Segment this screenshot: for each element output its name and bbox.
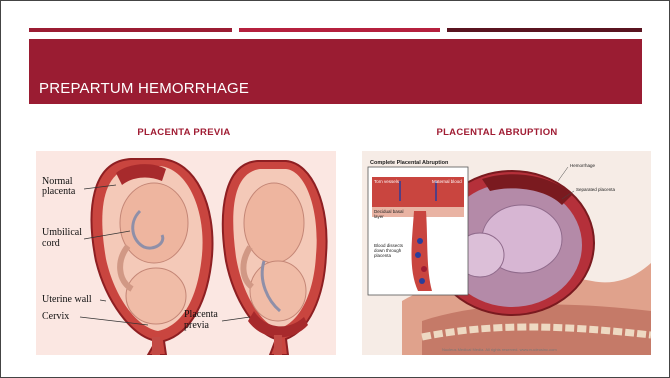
label-placenta: placenta <box>42 186 75 197</box>
label-hemorrhage: Hemorrhage <box>570 163 595 168</box>
label-cervix: Cervix <box>42 311 69 322</box>
inset-title: Complete Placental Abruption <box>370 161 448 166</box>
top-stripe-middle <box>239 28 440 32</box>
top-stripe-right <box>447 28 642 32</box>
label-dissecting: Blood dissects down through placenta <box>374 243 406 258</box>
label-uterine-wall: Uterine wall <box>42 294 92 305</box>
label-torn-vessels: Torn vessels <box>374 179 399 184</box>
label-cord: cord <box>42 238 60 249</box>
label-maternal-blood: Maternal blood <box>432 179 462 184</box>
slide-title: PREPARTUM HEMORRHAGE <box>39 80 249 97</box>
label-placenta-2: Placenta <box>184 309 218 320</box>
placental-abruption-caption: PLACENTAL ABRUPTION <box>347 127 647 138</box>
label-umbilical: Umbilical <box>42 227 82 238</box>
copyright-text: Nucleus Medical Media. All rights reserv… <box>442 347 642 352</box>
label-previa: previa <box>184 320 209 331</box>
top-stripe-left <box>29 28 232 32</box>
label-basal-layer: Decidual basal layer <box>374 209 414 219</box>
placental-abruption-illustration: Complete Placental Abruption Torn vessel… <box>362 151 651 355</box>
placenta-previa-illustration: Normal placenta Umbilical cord Uterine w… <box>36 151 336 355</box>
label-separated-placenta: Separated placenta <box>576 187 616 192</box>
placenta-previa-caption: PLACENTA PREVIA <box>34 127 334 138</box>
